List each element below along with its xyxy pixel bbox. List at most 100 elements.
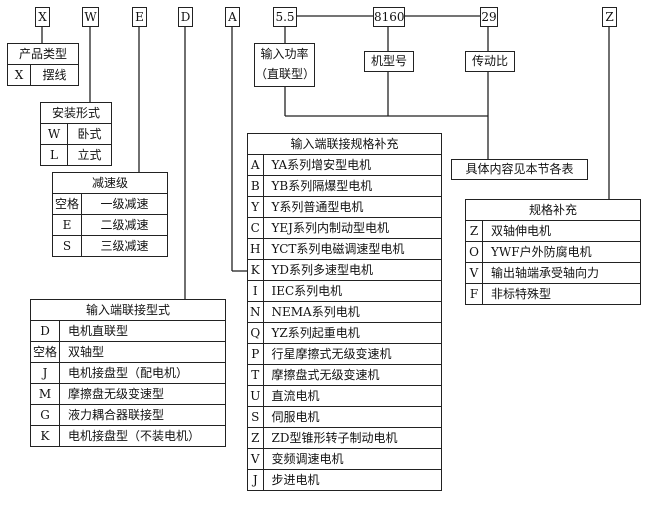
power-label: 输入功率 [260, 47, 309, 61]
row-code: H [247, 238, 264, 260]
row-desc: 输出轴端承受轴向力 [482, 262, 641, 284]
code-z-text: Z [605, 10, 614, 24]
row-desc: 伺服电机 [262, 406, 442, 428]
row-desc: YCT系列电磁调速型电机 [262, 238, 442, 260]
code-box-e: E [132, 7, 147, 27]
code-e-text: E [135, 10, 144, 24]
row-desc: 一级减速 [81, 193, 168, 215]
row-desc: YWF户外防腐电机 [482, 241, 641, 263]
row-desc: 卧式 [67, 123, 112, 145]
input-spec-title: 输入端联接规格补充 [247, 133, 442, 155]
row-code: E [51, 214, 83, 236]
row-desc: YD系列多速型电机 [262, 259, 442, 281]
row-code: C [247, 217, 264, 239]
row-desc: 液力耦合器联接型 [59, 404, 226, 426]
row-code: G [29, 404, 61, 426]
code-box-a: A [225, 7, 240, 27]
row-desc: 电机直联型 [59, 320, 226, 342]
row-desc: 步进电机 [262, 469, 442, 491]
mounting-title: 安装形式 [40, 102, 112, 124]
row-code: W [40, 123, 68, 145]
code-box-power: 5.5 [273, 7, 297, 27]
row-desc: 变频调速电机 [262, 448, 442, 470]
code-power-text: 5.5 [275, 10, 295, 24]
row-desc: 电机接盘型（配电机） [59, 362, 226, 384]
row-desc: 摩擦盘无级变速型 [59, 383, 226, 405]
row-desc: 行星摩擦式无级变速机 [262, 343, 442, 365]
row-desc: 立式 [67, 144, 112, 166]
row-desc: 三级减速 [81, 235, 168, 257]
row-code: V [247, 448, 264, 470]
row-code: M [29, 383, 61, 405]
code-box-model: 8160 [373, 7, 405, 27]
row-code: U [247, 385, 264, 407]
reduction-title: 减速级 [52, 172, 168, 194]
code-model-text: 8160 [374, 10, 405, 24]
code-x-text: X [38, 10, 47, 24]
ratio-label-box: 传动比 [465, 51, 515, 72]
row-code: O [465, 241, 483, 263]
row-desc: ZD型锥形转子制动电机 [262, 427, 442, 449]
row-code: 空格 [51, 193, 83, 215]
code-box-z: Z [602, 7, 617, 27]
row-code: B [247, 175, 264, 197]
row-desc: 摩擦盘式无级变速机 [262, 364, 442, 386]
code-box-d: D [178, 7, 193, 27]
row-desc: 双轴型 [59, 341, 226, 363]
row-code: I [247, 280, 264, 302]
table-row: 空格一级减速 [51, 193, 168, 215]
row-code: P [247, 343, 264, 365]
row-code: F [465, 283, 483, 305]
row-code: Q [247, 322, 264, 344]
row-code: Z [247, 427, 264, 449]
code-box-ratio: 29 [480, 7, 498, 27]
row-code: K [247, 259, 264, 281]
row-code: V [465, 262, 483, 284]
row-code: A [247, 154, 264, 176]
spec-supplement-title: 规格补充 [465, 199, 641, 221]
code-ratio-text: 29 [481, 10, 497, 24]
row-code: K [29, 425, 61, 447]
row-desc: 摆线 [30, 64, 79, 86]
row-desc: YEJ系列内制动型电机 [262, 217, 442, 239]
row-code: N [247, 301, 264, 323]
ratio-label: 传动比 [471, 54, 508, 68]
row-code: Z [465, 220, 483, 242]
row-code: X [7, 64, 31, 86]
model-no-label: 机型号 [370, 54, 407, 68]
see-tables-box: 具体内容见本节各表 [451, 159, 588, 180]
row-desc: YZ系列起重电机 [262, 322, 442, 344]
code-w-text: W [84, 10, 97, 24]
row-desc: YB系列隔爆型电机 [262, 175, 442, 197]
row-desc: NEMA系列电机 [262, 301, 442, 323]
input-connection-title: 输入端联接型式 [30, 299, 226, 321]
see-tables-label: 具体内容见本节各表 [465, 162, 574, 176]
